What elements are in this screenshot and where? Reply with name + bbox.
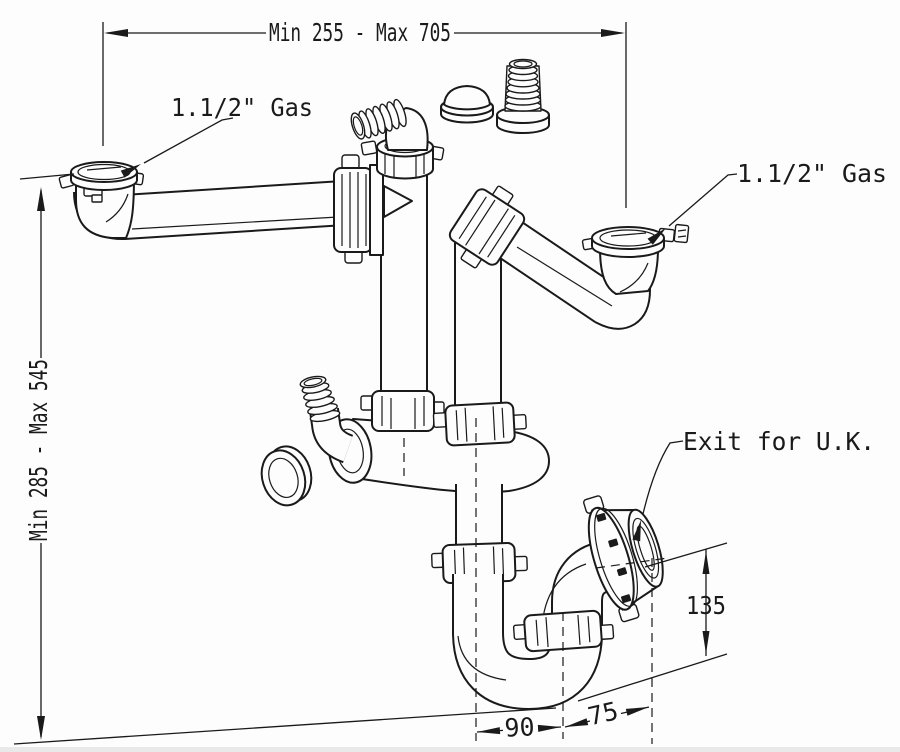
top-dimension-label: Min 255 - Max 705 (269, 18, 451, 47)
spare-hose-barb (496, 58, 550, 134)
washing-machine-elbow-barb-top (350, 98, 429, 151)
washing-machine-inlet-barb (299, 375, 354, 464)
tee-side-compression-nut (333, 154, 413, 264)
left-sink-drain (58, 161, 145, 239)
outlet-height-dimension (577, 542, 728, 702)
floor-line (13, 707, 557, 745)
spare-sealing-ring (260, 445, 313, 507)
spare-cap-plug (440, 85, 494, 124)
outlet-height-label: 135 (686, 591, 726, 620)
exit-offset-label: 75 (585, 696, 621, 731)
right-sink-drain (581, 223, 690, 295)
leader-right-gas (647, 173, 738, 245)
top-dimension (102, 22, 627, 208)
left-gas-label: 1.1/2" Gas (171, 93, 313, 122)
leader-left-gas (120, 117, 234, 178)
right-gas-label: 1.1/2" Gas (737, 159, 887, 188)
exit-uk-label: Exit for U.K. (683, 427, 875, 456)
trap-offset-label: 90 (504, 712, 535, 743)
centerlines (403, 418, 669, 744)
left-dimension (19, 173, 75, 740)
left-dimension-label: Min 285 - Max 545 (24, 359, 53, 541)
scan-edge-strip (0, 747, 900, 752)
uk-exit-adapter (583, 495, 664, 623)
manifold-right-nut (432, 401, 527, 447)
p-trap-u-bend (452, 574, 603, 710)
trap-offset-dimension (476, 724, 562, 735)
manifold-left-nut (360, 390, 445, 432)
diagonal-compression-nut (448, 185, 526, 269)
exit-offset-dimension (564, 706, 650, 728)
leader-exit-uk (632, 440, 684, 542)
